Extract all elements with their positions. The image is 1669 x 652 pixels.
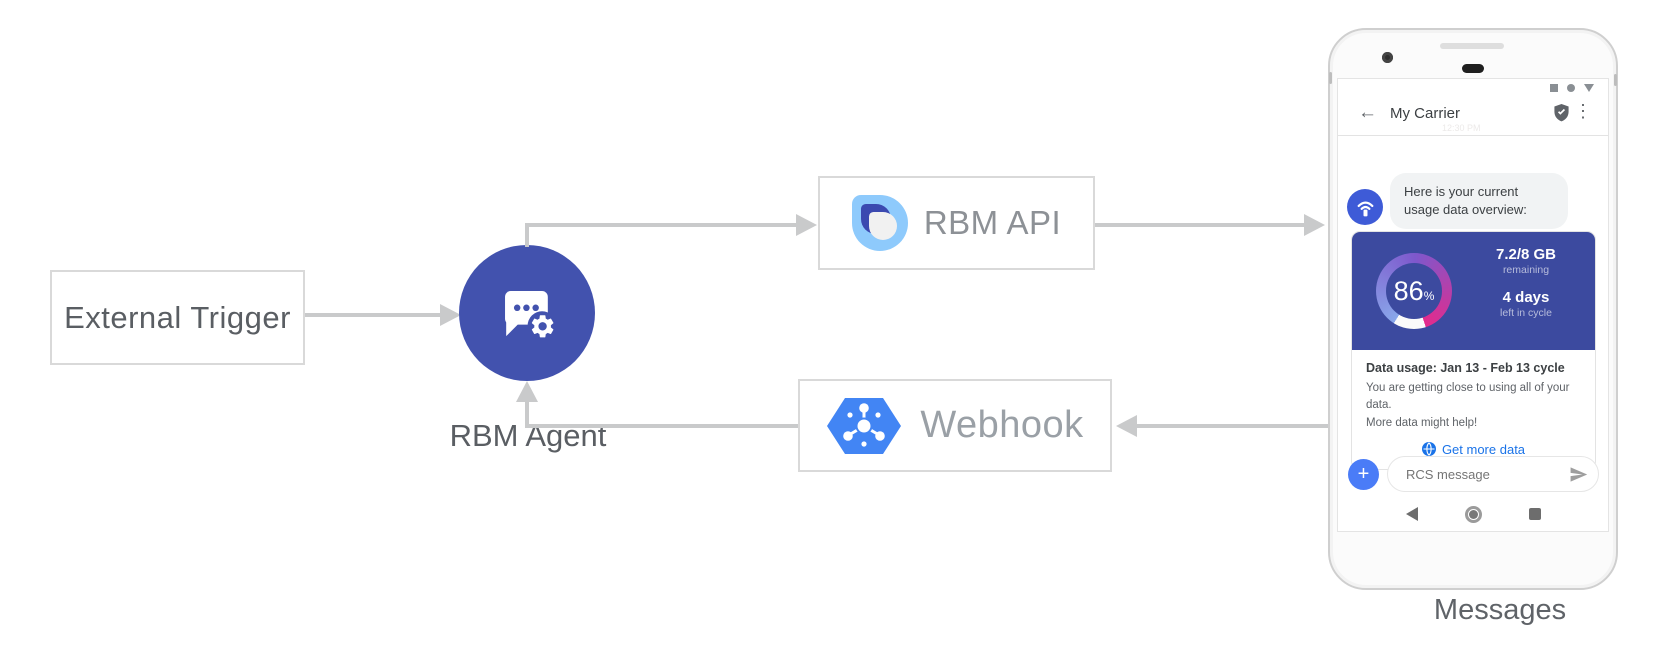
arrow-line: [1136, 424, 1330, 428]
arrow-line: [525, 223, 797, 227]
get-more-data-button[interactable]: Get more data: [1366, 442, 1581, 457]
chat-bubble: Here is your current usage data overview…: [1390, 173, 1568, 230]
arrow-head-up-icon: [516, 381, 538, 402]
arrow-line: [527, 424, 798, 428]
status-bar: [1550, 84, 1594, 92]
remaining-value: 7.2/8 GB: [1495, 246, 1557, 263]
camera-icon: [1382, 52, 1393, 63]
arrow-head-left-icon: [1116, 415, 1137, 437]
external-trigger-label: External Trigger: [64, 299, 291, 335]
globe-icon: [1421, 442, 1436, 457]
send-icon[interactable]: [1569, 465, 1588, 484]
status-square-icon: [1550, 84, 1558, 92]
conversation-title: My Carrier: [1390, 105, 1460, 122]
header-divider: [1338, 135, 1608, 136]
cycle-days-label: left in cycle: [1500, 307, 1552, 319]
logo-drop-white: [868, 212, 897, 240]
side-button: [1329, 72, 1332, 84]
rbm-api-logo-icon: [851, 195, 908, 251]
side-button: [1614, 74, 1617, 86]
usage-card-body: Data usage: Jan 13 - Feb 13 cycle You ar…: [1352, 350, 1595, 469]
messages-caption: Messages: [1433, 594, 1567, 626]
pubsub-hexagon-icon: [827, 397, 902, 454]
gauge-percent-value: 86: [1393, 275, 1424, 306]
usage-gauge: 86%: [1376, 253, 1452, 329]
faint-timestamp: 12:30 PM: [1442, 123, 1481, 133]
antenna-icon: [1357, 201, 1373, 216]
webhook-node: Webhook: [798, 379, 1112, 472]
kebab-menu-icon[interactable]: ⋮: [1574, 101, 1592, 121]
nav-recents-button[interactable]: [1529, 508, 1541, 520]
back-arrow-icon[interactable]: ←: [1358, 102, 1377, 123]
phone-mockup: ← My Carrier ⋮ 12:30 PM: [1328, 28, 1618, 590]
arrow-head-right-icon: [796, 214, 817, 236]
external-trigger-node: External Trigger: [50, 270, 305, 365]
arrow-line: [525, 225, 529, 247]
phone-screen: ← My Carrier ⋮ 12:30 PM: [1337, 78, 1609, 532]
rcs-message-input[interactable]: [1404, 465, 1569, 483]
usage-stats: 7.2/8 GB remaining 4 days left in cycle: [1463, 246, 1589, 319]
usage-gauge-center: 86%: [1386, 263, 1442, 319]
status-circle-icon: [1567, 84, 1575, 92]
usage-card-text-line2: More data might help!: [1366, 416, 1478, 429]
rbm-agent-node: [459, 245, 595, 381]
arrow-line: [1095, 223, 1307, 227]
add-attachment-button[interactable]: +: [1348, 459, 1379, 490]
status-triangle-icon: [1584, 84, 1594, 92]
chat-bubble-gear-icon: [505, 291, 557, 341]
arrow-line: [525, 399, 529, 428]
rbm-api-label: RBM API: [923, 204, 1062, 241]
usage-card-text-line1: You are getting close to using all of yo…: [1366, 382, 1570, 412]
message-compose-bar[interactable]: [1387, 456, 1599, 492]
verified-shield-icon[interactable]: [1553, 103, 1570, 127]
arrow-line: [305, 313, 441, 317]
usage-card-header: 86% 7.2/8 GB remaining 4 days left in cy…: [1352, 232, 1595, 350]
webhook-label: Webhook: [920, 404, 1084, 446]
speaker-slot: [1440, 43, 1504, 49]
remaining-label: remaining: [1502, 264, 1550, 276]
usage-card: 86% 7.2/8 GB remaining 4 days left in cy…: [1351, 231, 1596, 470]
usage-card-title: Data usage: Jan 13 - Feb 13 cycle: [1366, 361, 1565, 375]
cycle-days-value: 4 days: [1502, 289, 1550, 306]
get-more-data-label: Get more data: [1441, 441, 1526, 457]
nav-back-button[interactable]: [1406, 507, 1418, 521]
agent-avatar: [1347, 189, 1383, 225]
gauge-percent-sign: %: [1423, 288, 1435, 303]
earpiece: [1462, 64, 1484, 73]
arrow-head-right-icon: [1304, 214, 1325, 236]
nav-home-button[interactable]: [1465, 506, 1482, 523]
arrow-head-right-icon: [440, 304, 461, 326]
rbm-api-node: RBM API: [818, 176, 1095, 270]
conversation-header: ← My Carrier ⋮: [1338, 99, 1608, 133]
